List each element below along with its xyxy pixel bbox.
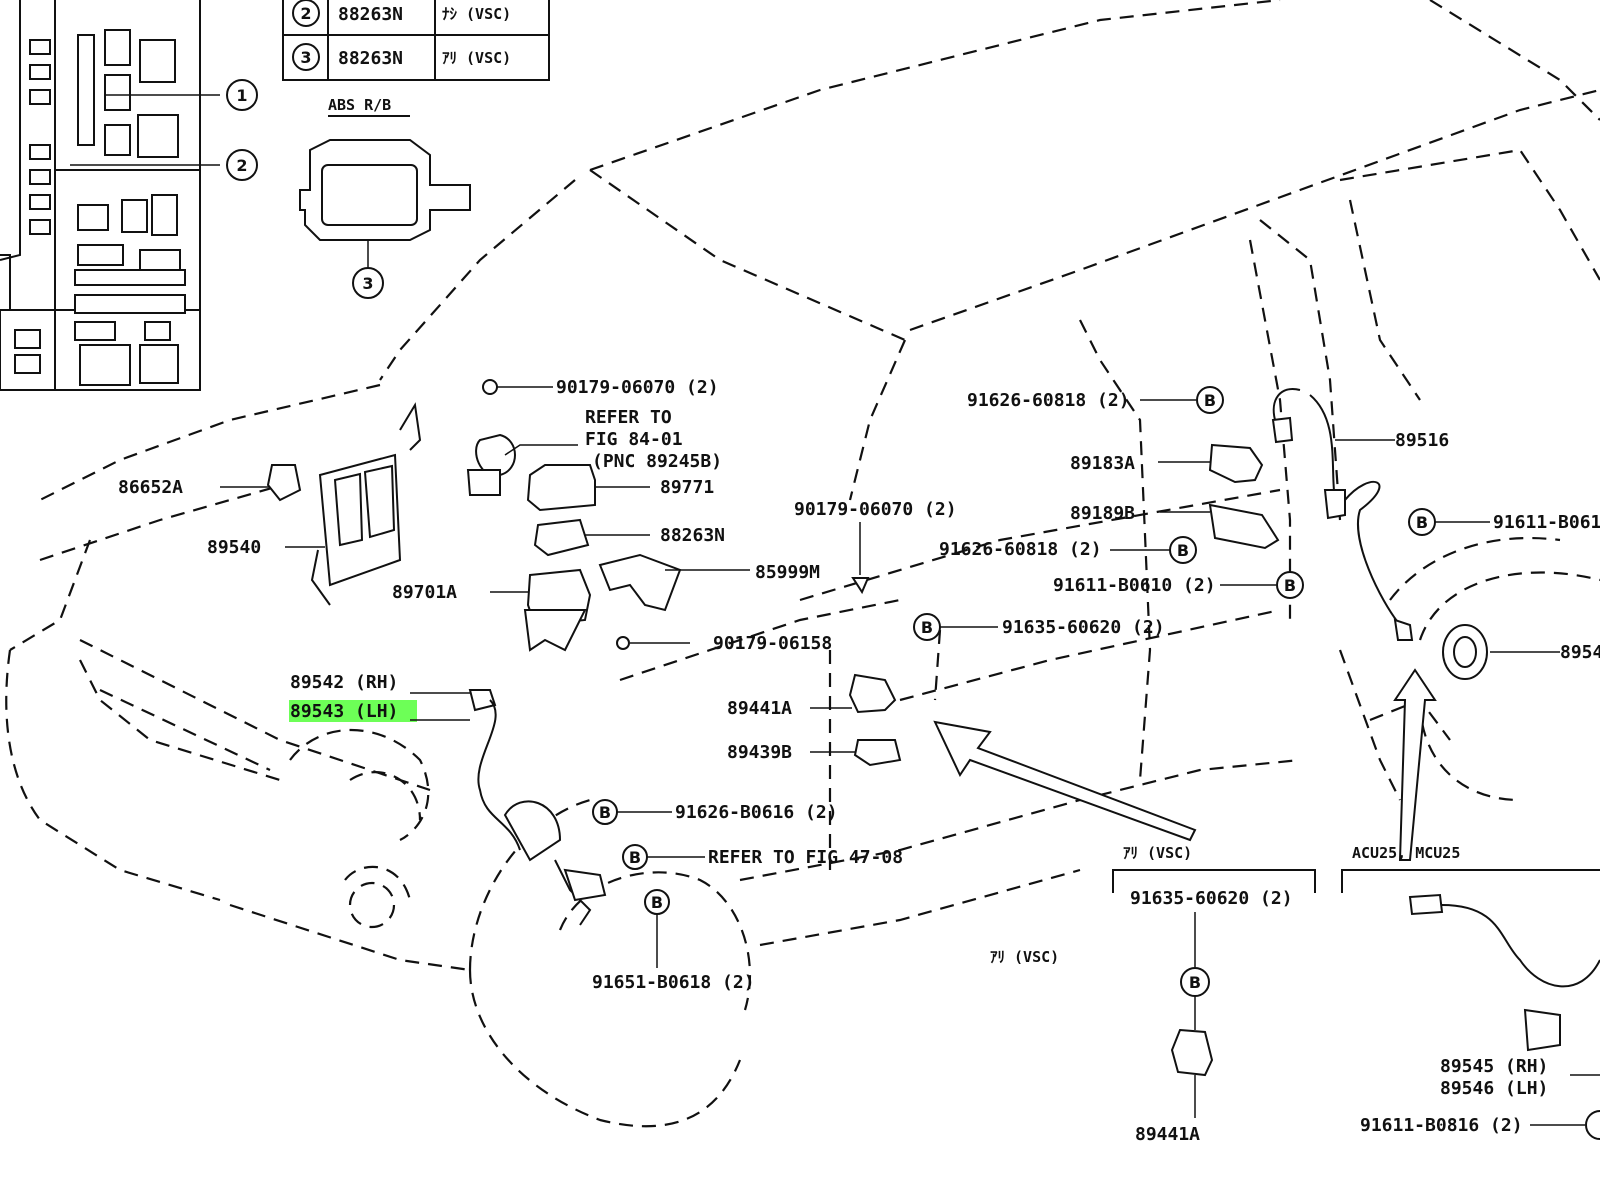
svg-text:ｱﾘ (VSC): ｱﾘ (VSC) bbox=[990, 948, 1059, 966]
callout-1: 1 bbox=[226, 79, 258, 111]
svg-text:REFER TO: REFER TO bbox=[585, 407, 672, 428]
svg-text:B: B bbox=[1189, 973, 1201, 992]
part-91611-b061-cut: B 91611-B061 bbox=[1408, 508, 1600, 536]
svg-text:91651-B0618 (2): 91651-B0618 (2) bbox=[592, 972, 755, 993]
part-91635-60620: B 91635-60620 (2) bbox=[913, 613, 1165, 641]
abs-relay-box: ABS R/B 3 bbox=[299, 96, 471, 299]
svg-text:ｱﾘ (VSC): ｱﾘ (VSC) bbox=[442, 49, 511, 67]
svg-text:2: 2 bbox=[236, 156, 247, 175]
part-90179-06070-top: 90179-06070 (2) bbox=[482, 377, 719, 398]
svg-text:89701A: 89701A bbox=[392, 582, 457, 603]
part-8954-cut: 8954 bbox=[1442, 624, 1600, 680]
detail-acu25: ACU25, MCU25 89545 (RH) 89546 (LH) 91611… bbox=[1341, 844, 1600, 1140]
part-89701A: 89701A bbox=[392, 568, 592, 652]
callout-2: 2 bbox=[226, 149, 258, 181]
svg-text:B: B bbox=[599, 803, 611, 822]
refer-to-fig-47-08: B REFER TO FIG 47-08 bbox=[622, 844, 903, 870]
legend-row-3: 3 88263N ｱﾘ (VSC) bbox=[292, 43, 511, 71]
svg-text:89183A: 89183A bbox=[1070, 453, 1135, 474]
svg-text:ｱﾘ (VSC): ｱﾘ (VSC) bbox=[1123, 844, 1192, 862]
svg-text:88263N: 88263N bbox=[338, 48, 403, 69]
svg-text:88263N: 88263N bbox=[660, 525, 725, 546]
svg-text:B: B bbox=[921, 618, 933, 637]
part-86652A: 86652A bbox=[118, 464, 302, 502]
svg-text:(PNC 89245B): (PNC 89245B) bbox=[592, 451, 722, 472]
svg-text:89542 (RH): 89542 (RH) bbox=[290, 672, 398, 693]
svg-text:91611-B0816 (2): 91611-B0816 (2) bbox=[1360, 1115, 1523, 1136]
part-88263N: 88263N bbox=[533, 518, 725, 557]
svg-text:88263N: 88263N bbox=[338, 4, 403, 25]
svg-text:B: B bbox=[629, 848, 641, 867]
detail-vsc: ｱﾘ (VSC) 91635-60620 (2) B 89441A bbox=[1112, 844, 1316, 1145]
svg-text:89516: 89516 bbox=[1395, 430, 1449, 451]
svg-text:3: 3 bbox=[300, 48, 311, 67]
part-91626-60818-b: 91626-60818 (2) B bbox=[939, 536, 1197, 564]
part-89183A: 89183A bbox=[1070, 443, 1264, 484]
svg-text:91626-B0616 (2): 91626-B0616 (2) bbox=[675, 802, 838, 823]
part-91651-b0618: B 91651-B0618 (2) bbox=[592, 889, 755, 993]
svg-text:B: B bbox=[1284, 576, 1296, 595]
svg-text:89189B: 89189B bbox=[1070, 503, 1135, 524]
svg-text:ACU25, MCU25: ACU25, MCU25 bbox=[1352, 844, 1460, 862]
svg-text:91626-60818 (2): 91626-60818 (2) bbox=[967, 390, 1130, 411]
part-89189B: 89189B bbox=[1070, 503, 1280, 550]
part-89540: 89540 bbox=[207, 402, 422, 606]
refer-to-fig-84-01: REFER TO FIG 84-01 (PNC 89245B) bbox=[466, 407, 722, 496]
svg-text:89441A: 89441A bbox=[1135, 1124, 1200, 1145]
svg-text:89439B: 89439B bbox=[727, 742, 792, 763]
svg-text:91635-60620 (2): 91635-60620 (2) bbox=[1130, 888, 1293, 909]
svg-text:B: B bbox=[1416, 513, 1428, 532]
svg-text:91611-B0610 (2): 91611-B0610 (2) bbox=[1053, 575, 1216, 596]
svg-text:89540: 89540 bbox=[207, 537, 261, 558]
svg-text:89441A: 89441A bbox=[727, 698, 792, 719]
arrow-to-rear-detail bbox=[1393, 668, 1437, 861]
svg-text:ABS R/B: ABS R/B bbox=[328, 96, 391, 114]
part-91611-b0610: 91611-B0610 (2) B bbox=[1053, 571, 1304, 599]
svg-text:89543 (LH): 89543 (LH) bbox=[290, 701, 398, 722]
part-89771: 89771 bbox=[526, 464, 714, 512]
part-90179-06158: 90179-06158 bbox=[616, 633, 832, 654]
svg-text:ﾅｼ (VSC): ﾅｼ (VSC) bbox=[442, 5, 511, 23]
part-89441A: 89441A bbox=[727, 673, 897, 719]
svg-text:90179-06070 (2): 90179-06070 (2) bbox=[794, 499, 957, 520]
svg-text:89546 (LH): 89546 (LH) bbox=[1440, 1078, 1548, 1099]
svg-text:90179-06158: 90179-06158 bbox=[713, 633, 832, 654]
svg-text:89771: 89771 bbox=[660, 477, 714, 498]
svg-text:B: B bbox=[651, 893, 663, 912]
svg-text:8954: 8954 bbox=[1560, 642, 1600, 663]
svg-text:91626-60818 (2): 91626-60818 (2) bbox=[939, 539, 1102, 560]
part-85999M: 85999M bbox=[598, 553, 820, 612]
svg-text:86652A: 86652A bbox=[118, 477, 183, 498]
svg-text:1: 1 bbox=[236, 86, 247, 105]
svg-text:REFER TO FIG 47-08: REFER TO FIG 47-08 bbox=[708, 847, 903, 868]
legend-row-2: 2 88263N ﾅｼ (VSC) bbox=[292, 0, 511, 27]
svg-text:91635-60620 (2): 91635-60620 (2) bbox=[1002, 617, 1165, 638]
vsc-note: ｱﾘ (VSC) bbox=[990, 948, 1059, 966]
svg-text:FIG 84-01: FIG 84-01 bbox=[585, 429, 683, 450]
part-89542-89543: 89542 (RH) 89543 (LH) bbox=[289, 672, 607, 926]
part-90179-06070-mid: 90179-06070 (2) bbox=[794, 499, 957, 595]
part-89516: 89516 bbox=[1271, 388, 1449, 641]
arrow-to-detail bbox=[933, 720, 1197, 842]
svg-text:B: B bbox=[1177, 541, 1189, 560]
part-91626-b0616: B 91626-B0616 (2) bbox=[592, 799, 838, 825]
svg-text:89545 (RH): 89545 (RH) bbox=[1440, 1056, 1548, 1077]
svg-text:3: 3 bbox=[362, 274, 373, 293]
svg-text:B: B bbox=[1204, 391, 1216, 410]
legend-table: 2 88263N ﾅｼ (VSC) 3 88263N ｱﾘ (VSC) bbox=[282, 0, 550, 81]
svg-text:90179-06070 (2): 90179-06070 (2) bbox=[556, 377, 719, 398]
part-89439B: 89439B bbox=[727, 739, 902, 767]
svg-text:91611-B061: 91611-B061 bbox=[1493, 512, 1600, 533]
junction-box bbox=[0, 0, 220, 391]
part-91626-60818-a: 91626-60818 (2) B bbox=[967, 386, 1224, 414]
svg-text:85999M: 85999M bbox=[755, 562, 820, 583]
svg-text:2: 2 bbox=[300, 4, 311, 23]
